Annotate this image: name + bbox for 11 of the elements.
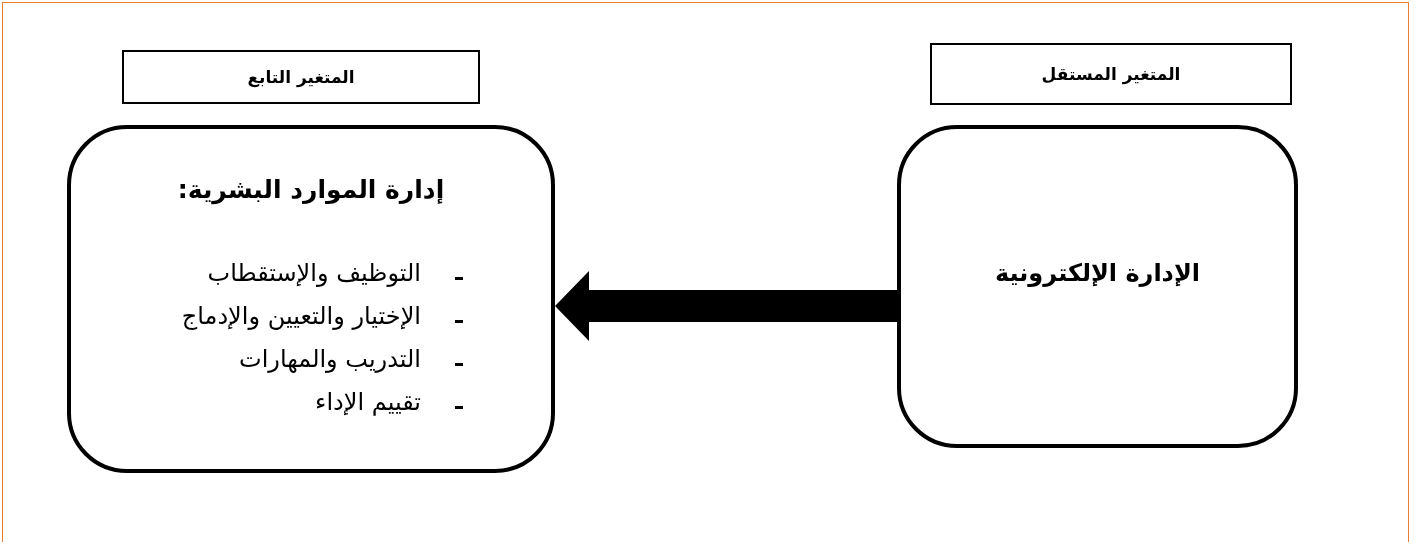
header-box: المتغير المستقل [930,43,1292,105]
list-item: الإختيار والتعيين والإدماج [181,302,421,330]
list-item: التدريب والمهارات [239,345,421,373]
rounded-box [67,125,555,473]
block-arrow [555,271,899,341]
list-item: تقييم الإداء [315,388,421,416]
box-title: الإدارة الإلكترونية [993,259,1202,287]
rounded-box [897,125,1298,448]
heading: إدارة الموارد البشرية: [176,175,446,204]
header-box: المتغير التابع [122,50,480,104]
list-item: التوظيف والإستقطاب [207,259,421,287]
